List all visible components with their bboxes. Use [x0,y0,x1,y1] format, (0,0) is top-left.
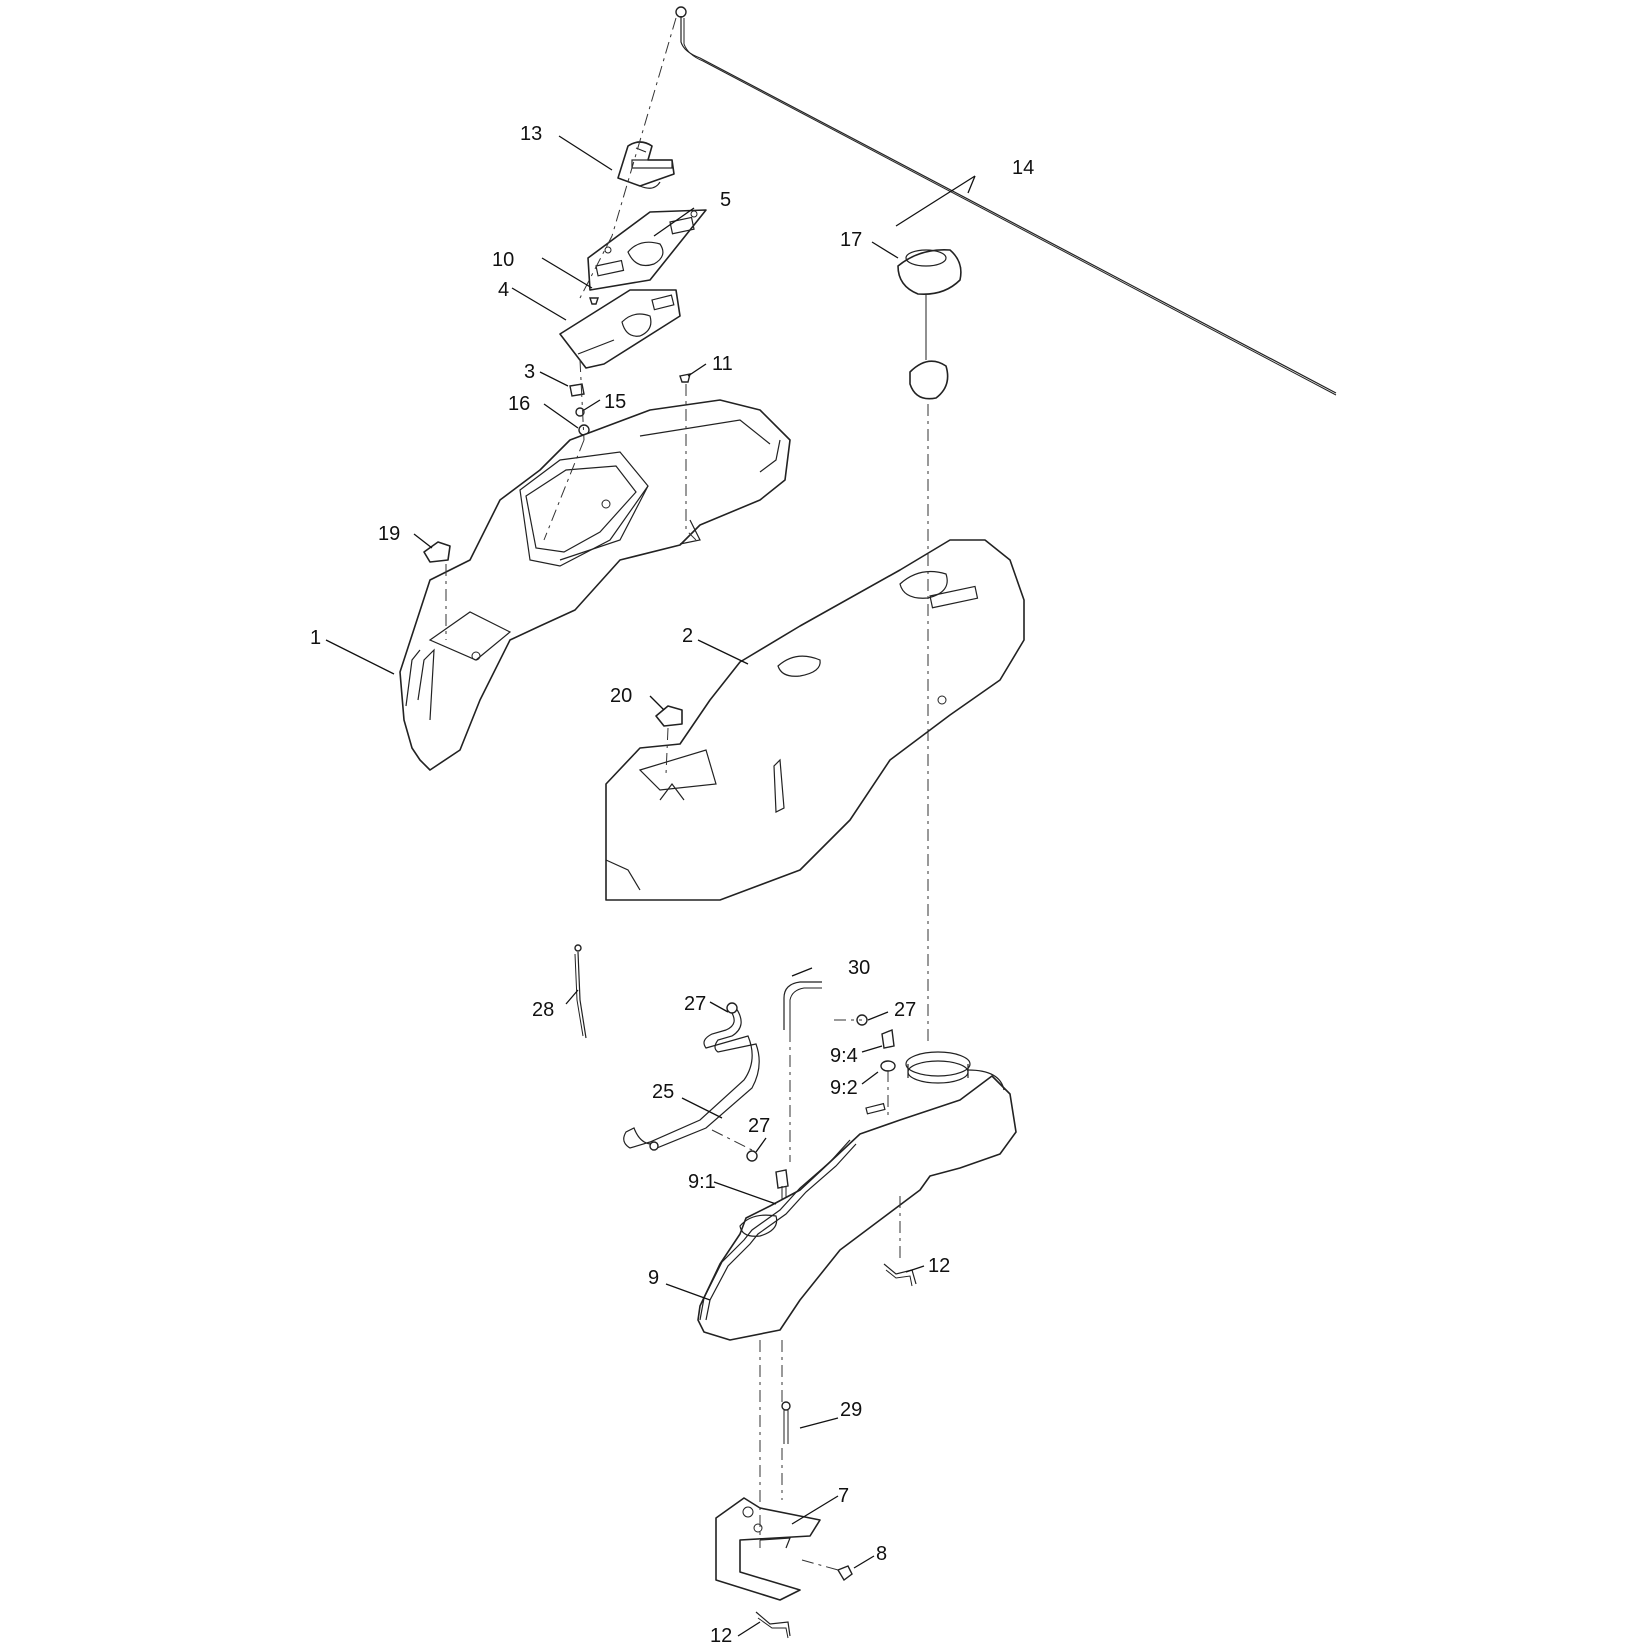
part-9-fuel-tank [697,1051,1017,1341]
callout-5: 5 [720,189,731,211]
callout-12-lower: 12 [710,1625,732,1642]
part-12-clip-upper [883,1263,917,1287]
callout-10: 10 [492,249,514,271]
hardware-small-parts [569,297,691,436]
callout-leaders [325,135,976,1637]
callout-11: 11 [712,353,733,375]
part-4-plate [559,289,681,369]
callout-27-top-right: 27 [894,999,916,1021]
hardware-fittings [746,1014,896,1224]
callout-13: 13 [520,123,542,145]
callout-9-4: 9:4 [830,1045,858,1067]
part-30-vent-tube [783,981,822,1030]
callout-29: 29 [840,1399,862,1421]
callout-27-top-left: 27 [684,993,706,1015]
callout-9-1: 9:1 [688,1171,716,1193]
part-25-hose [623,1002,760,1151]
part-20-clip [655,705,683,727]
part-8-bolt [836,1565,853,1582]
callout-8: 8 [876,1543,887,1565]
callout-labels: 13 14 5 17 10 4 3 11 15 16 19 1 2 20 30 … [310,123,1034,1642]
callout-19: 19 [378,523,400,545]
callout-7: 7 [838,1485,849,1507]
part-1-console-housing [399,399,791,771]
assembly-centerlines [445,17,929,1571]
callout-4: 4 [498,279,509,301]
callout-3: 3 [524,361,535,383]
callout-16: 16 [508,393,530,415]
part-7-bracket [715,1497,821,1601]
callout-20: 20 [610,685,632,707]
part-19-clip [423,541,451,563]
part-28-cable-tie [574,944,587,1039]
part-12-clip-lower [755,1611,791,1639]
callout-1: 1 [310,627,321,649]
callout-15: 15 [604,391,626,413]
callout-9: 9 [648,1267,659,1289]
callout-2: 2 [682,625,693,647]
part-29-stud [781,1401,791,1444]
part-5-decal-plate [587,209,707,291]
part-2-body-panel [605,539,1025,901]
part-13-lever [617,141,675,189]
callout-27-lower: 27 [748,1115,770,1137]
callout-12-upper: 12 [928,1255,950,1277]
callout-14: 14 [1012,157,1034,179]
callout-25: 25 [652,1081,674,1103]
part-14-rod [675,6,1337,396]
callout-30: 30 [848,957,870,979]
callout-9-2: 9:2 [830,1077,858,1099]
callout-17: 17 [840,229,862,251]
part-17-fuel-cap [897,249,962,400]
callout-28: 28 [532,999,554,1021]
